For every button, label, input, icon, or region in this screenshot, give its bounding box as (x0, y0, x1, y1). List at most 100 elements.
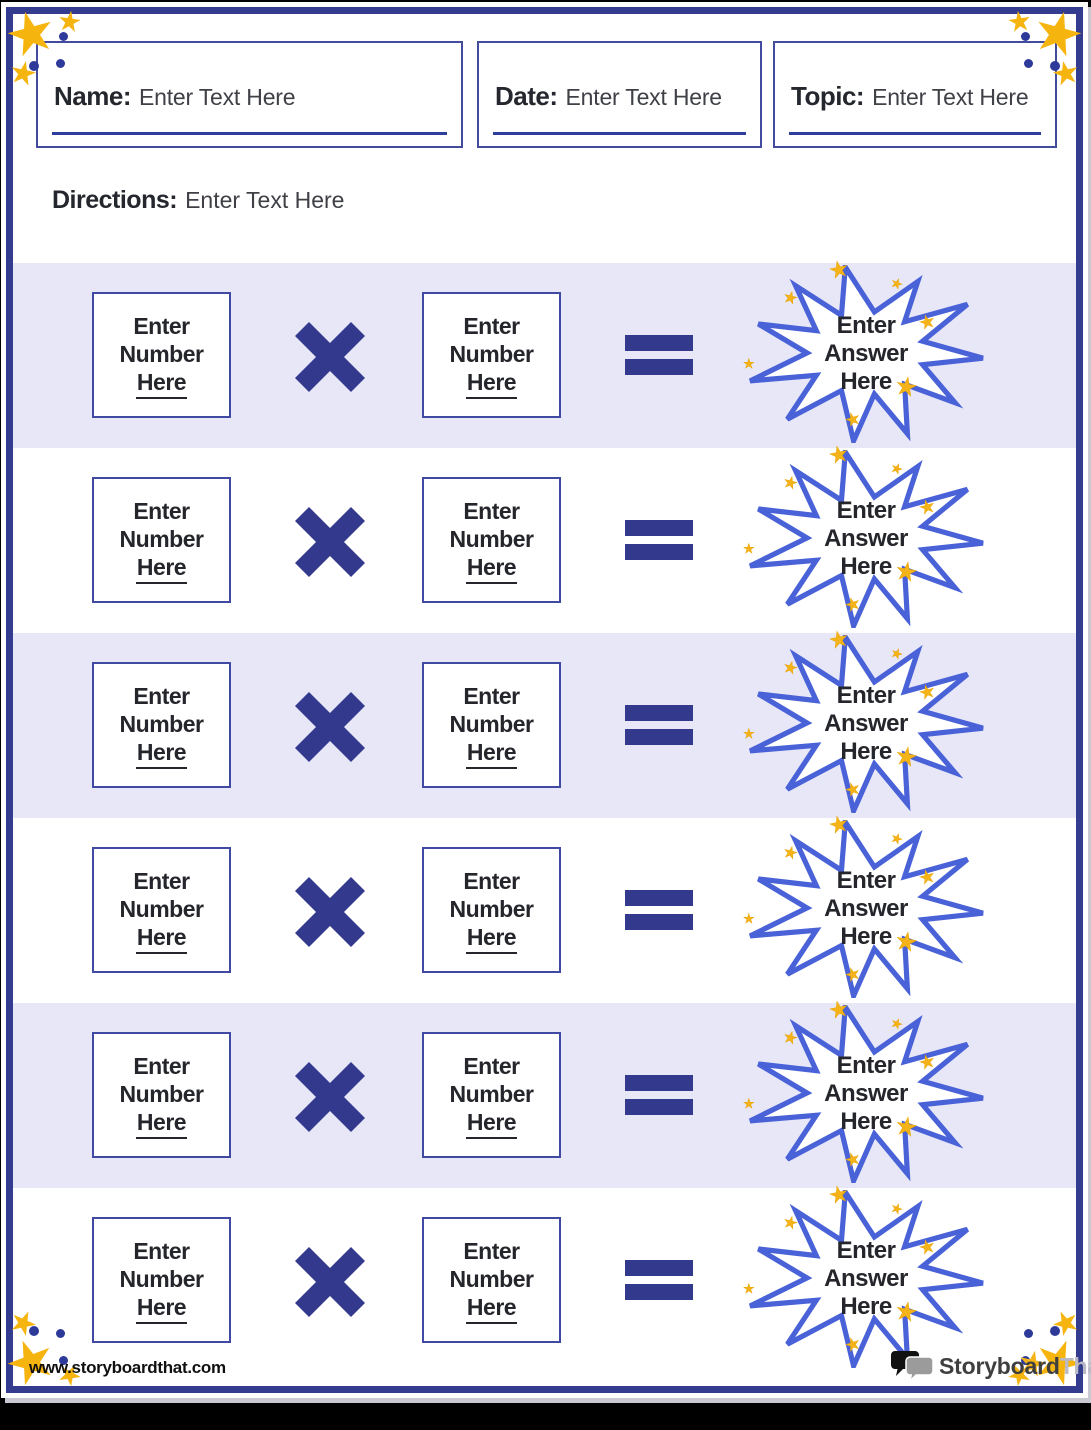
factor2-line: Here (465, 1108, 518, 1139)
factor1-box[interactable]: Enter Number Here (92, 1032, 231, 1158)
star-icon: ★ (892, 926, 920, 958)
factor1-line: Here (135, 553, 188, 584)
date-label: Date: (495, 81, 558, 111)
factor1-line: Here (135, 923, 188, 954)
topic-field-box[interactable]: Topic: Enter Text Here (773, 41, 1057, 148)
factor1-box[interactable]: Enter Number Here (92, 662, 231, 788)
answer-starburst[interactable]: ★ ★ ★ ★ ★ ★ ★ Enter Answer Here (741, 440, 991, 631)
factor2-placeholder: Enter Number Here (450, 1052, 534, 1139)
factor1-line: Enter (133, 682, 190, 709)
factor2-box[interactable]: Enter Number Here (422, 477, 561, 603)
factor2-line: Number (449, 1265, 534, 1292)
starburst-shape (748, 265, 984, 443)
starburst-shape (748, 1190, 984, 1368)
topic-value[interactable]: Enter Text Here (872, 84, 1029, 110)
answer-placeholder: Enter Answer Here (741, 1005, 991, 1183)
answer-starburst[interactable]: ★ ★ ★ ★ ★ ★ ★ Enter Answer Here (741, 625, 991, 816)
directions: Directions:Enter Text Here (52, 186, 344, 215)
answer-line: Enter (836, 867, 896, 894)
topic-underline (789, 132, 1041, 135)
problem-row: Enter Number Here Enter Number Here ★ ★ (13, 1180, 1076, 1373)
answer-line: Enter (836, 682, 896, 709)
star-icon: ★ (892, 1111, 920, 1143)
factor1-line: Number (119, 1080, 204, 1107)
multiply-icon (295, 507, 365, 577)
factor1-line: Number (119, 1265, 204, 1292)
factor2-box[interactable]: Enter Number Here (422, 847, 561, 973)
answer-placeholder: Enter Answer Here (741, 635, 991, 813)
factor1-placeholder: Enter Number Here (120, 867, 204, 954)
star-icon: ★ (892, 556, 920, 588)
factor2-line: Number (449, 525, 534, 552)
star-icon: ★ (826, 1180, 852, 1209)
factor1-line: Number (119, 525, 204, 552)
date-field-box[interactable]: Date: Enter Text Here (477, 41, 762, 148)
dot-icon (59, 32, 68, 41)
answer-starburst[interactable]: ★ ★ ★ ★ ★ ★ ★ Enter Answer Here (741, 810, 991, 1001)
factor2-line: Number (449, 895, 534, 922)
factor2-line: Here (465, 738, 518, 769)
topic-label: Topic: (791, 81, 865, 111)
factor1-box[interactable]: Enter Number Here (92, 1217, 231, 1343)
site-url: www.storyboardthat.com (29, 1358, 226, 1377)
name-value[interactable]: Enter Text Here (138, 84, 296, 110)
answer-line: Enter (836, 1052, 896, 1079)
answer-line: Answer (824, 1265, 908, 1292)
starburst-shape (748, 635, 984, 813)
answer-line: Answer (824, 1080, 908, 1107)
equals-icon (625, 520, 693, 568)
factor2-line: Enter (463, 1237, 520, 1264)
factor2-line: Here (465, 1293, 518, 1324)
multiply-icon (295, 692, 365, 762)
factor1-line: Here (135, 368, 188, 399)
factor2-line: Number (449, 710, 534, 737)
factor1-placeholder: Enter Number Here (120, 497, 204, 584)
factor1-box[interactable]: Enter Number Here (92, 292, 231, 418)
factor2-line: Here (465, 368, 518, 399)
factor2-box[interactable]: Enter Number Here (422, 292, 561, 418)
answer-starburst[interactable]: ★ ★ ★ ★ ★ ★ ★ Enter Answer Here (741, 255, 991, 446)
answer-line: Enter (836, 1237, 896, 1264)
star-icon: ★ (892, 741, 920, 773)
factor2-line: Number (449, 340, 534, 367)
date-value[interactable]: Enter Text Here (565, 84, 723, 110)
equals-icon (625, 1075, 693, 1123)
factor1-box[interactable]: Enter Number Here (92, 847, 231, 973)
answer-placeholder: Enter Answer Here (741, 820, 991, 998)
rows: Enter Number Here Enter Number Here ★ ★ (13, 255, 1076, 1373)
dot-icon (1021, 32, 1030, 41)
directions-value[interactable]: Enter Text Here (185, 187, 345, 213)
factor1-box[interactable]: Enter Number Here (92, 477, 231, 603)
star-icon: ★ (826, 255, 852, 284)
name-field-box[interactable]: Name: Enter Text Here (36, 41, 463, 148)
factor2-box[interactable]: Enter Number Here (422, 662, 561, 788)
factor2-placeholder: Enter Number Here (450, 682, 534, 769)
answer-line: Answer (824, 895, 908, 922)
star-icon: ★ (826, 995, 852, 1024)
factor1-line: Enter (133, 1052, 190, 1079)
starburst-shape (748, 450, 984, 628)
answer-placeholder: Enter Answer Here (741, 450, 991, 628)
factor1-line: Enter (133, 312, 190, 339)
multiply-icon (295, 1247, 365, 1317)
factor1-line: Here (135, 1293, 188, 1324)
multiply-icon (295, 877, 365, 947)
speech-bubbles-icon (891, 1351, 934, 1384)
answer-starburst[interactable]: ★ ★ ★ ★ ★ ★ ★ Enter Answer Here (741, 995, 991, 1186)
answer-line: Enter (836, 497, 896, 524)
factor1-placeholder: Enter Number Here (120, 1052, 204, 1139)
answer-starburst[interactable]: ★ ★ ★ ★ ★ ★ ★ Enter Answer Here (741, 1180, 991, 1371)
factor2-box[interactable]: Enter Number Here (422, 1217, 561, 1343)
star-icon: ★ (743, 1281, 755, 1296)
factor1-line: Here (135, 738, 188, 769)
factor2-line: Enter (463, 682, 520, 709)
problem-row: Enter Number Here Enter Number Here ★ ★ (13, 995, 1076, 1188)
factor1-line: Enter (133, 1237, 190, 1264)
factor2-box[interactable]: Enter Number Here (422, 1032, 561, 1158)
factor2-placeholder: Enter Number Here (450, 312, 534, 399)
answer-line: Answer (824, 525, 908, 552)
name-label: Name: (54, 81, 131, 111)
answer-line: Here (840, 553, 892, 580)
answer-line: Answer (824, 340, 908, 367)
star-icon: ★ (1004, 4, 1034, 39)
